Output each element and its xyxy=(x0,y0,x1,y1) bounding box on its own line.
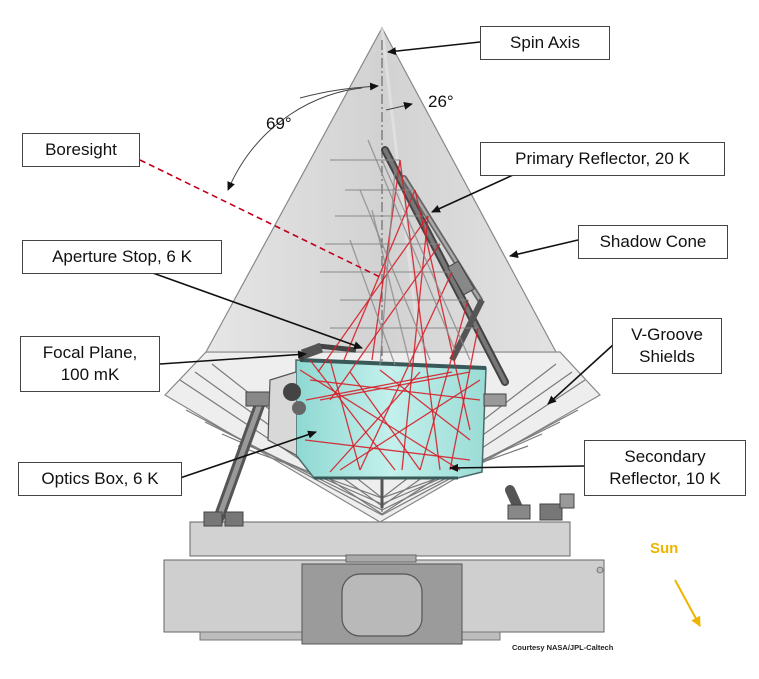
boresight-line xyxy=(139,159,383,279)
ray-segment xyxy=(309,359,396,471)
angle-69-label: 69° xyxy=(266,114,292,133)
ray-segment xyxy=(379,369,471,441)
sun-arrow xyxy=(674,579,701,627)
label-secondary-reflector: Secondary Reflector, 10 K xyxy=(584,440,746,496)
ray-segment xyxy=(371,209,411,366)
label-focal-plane-line1: Focal Plane, xyxy=(42,343,138,362)
label-focal-plane: Focal Plane, 100 mK xyxy=(20,336,160,392)
label-aperture-stop: Aperture Stop, 6 K xyxy=(22,240,222,274)
ray-segment xyxy=(381,159,471,361)
label-v-groove-line2: Shields xyxy=(639,347,695,366)
ray-segment xyxy=(319,371,471,401)
label-primary-reflector-text: Primary Reflector, 20 K xyxy=(515,149,690,168)
label-boresight-text: Boresight xyxy=(45,140,117,159)
label-spin-axis: Spin Axis xyxy=(480,26,610,60)
ray-segment xyxy=(419,299,469,471)
angle-arc-69-start xyxy=(299,82,379,99)
label-spin-axis-text: Spin Axis xyxy=(510,33,580,52)
label-primary-reflector: Primary Reflector, 20 K xyxy=(480,142,725,176)
ray-segment xyxy=(379,169,396,366)
ray-segment xyxy=(339,379,481,471)
label-focal-plane-line2: 100 mK xyxy=(60,365,120,384)
ray-segment xyxy=(349,239,396,366)
leader-arrows xyxy=(149,41,615,479)
ray-segment xyxy=(349,371,421,471)
label-v-groove-line1: V-Groove xyxy=(631,325,703,344)
label-optics-box: Optics Box, 6 K xyxy=(18,462,182,496)
ray-segment xyxy=(399,159,441,471)
label-secondary-line1: Secondary xyxy=(624,447,706,466)
label-optics-box-text: Optics Box, 6 K xyxy=(41,469,159,488)
angle-arrow-26 xyxy=(385,101,413,111)
ray-segment xyxy=(359,189,431,361)
ray-segment xyxy=(304,439,471,461)
ray-segment xyxy=(299,369,461,471)
ray-segment xyxy=(343,189,416,361)
ray-traces xyxy=(299,139,481,473)
spacecraft-bus xyxy=(163,521,605,645)
ray-segment xyxy=(449,327,479,471)
label-boresight: Boresight xyxy=(22,133,140,167)
label-secondary-line2: Reflector, 10 K xyxy=(609,469,721,488)
label-aperture-stop-text: Aperture Stop, 6 K xyxy=(52,247,192,266)
sun-label: Sun xyxy=(650,540,679,557)
optics-box xyxy=(267,342,507,508)
ray-segment xyxy=(329,359,361,471)
credit-text: Courtesy NASA/JPL-Caltech xyxy=(512,643,614,652)
ray-segment xyxy=(305,371,453,401)
angle-26-label: 26° xyxy=(428,92,454,111)
label-shadow-cone-text: Shadow Cone xyxy=(599,232,707,251)
label-v-groove: V-Groove Shields xyxy=(612,318,722,374)
ray-segment xyxy=(367,139,456,351)
label-shadow-cone: Shadow Cone xyxy=(578,225,728,259)
angle-arc-69 xyxy=(227,87,363,191)
ray-segment xyxy=(309,379,481,401)
ray-segment xyxy=(414,189,471,431)
